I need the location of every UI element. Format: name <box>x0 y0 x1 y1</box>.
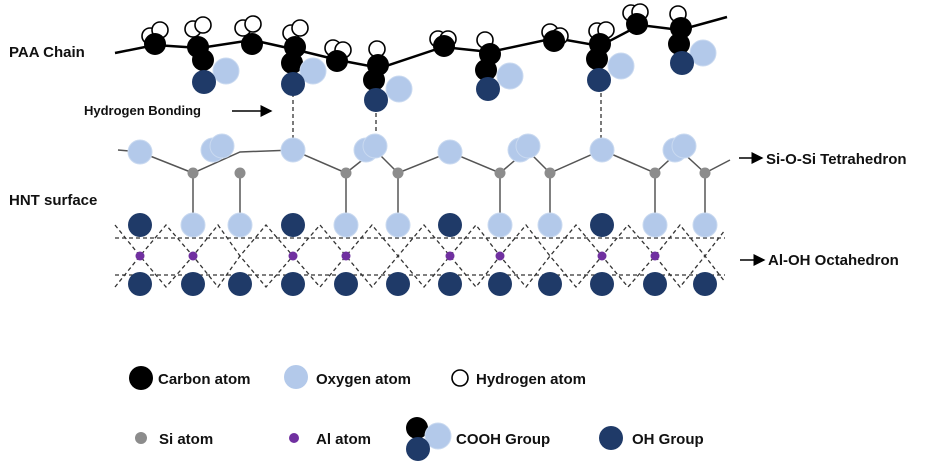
legend-cooh-label: COOH Group <box>456 431 550 448</box>
carbon-icon <box>129 366 153 390</box>
legend-si-label: Si atom <box>159 431 213 448</box>
hnt-surface-label: HNT surface <box>9 192 97 209</box>
si-icon <box>135 432 147 444</box>
hnt-atoms <box>127 133 718 296</box>
legend-al: Al atom <box>289 431 371 448</box>
octahedron-label: Al-OH Octahedron <box>768 252 899 269</box>
tetrahedron-label: Si-O-Si Tetrahedron <box>766 151 907 168</box>
octahedral-dashed-bonds <box>114 223 726 289</box>
legend-oh: OH Group <box>599 426 704 450</box>
hydrogen-bond-lines <box>292 86 602 140</box>
oh-group-icon <box>599 426 623 450</box>
legend-oxygen-label: Oxygen atom <box>316 371 411 388</box>
legend-hydrogen-label: Hydrogen atom <box>476 371 586 388</box>
hydrogen-icon <box>451 369 469 387</box>
legend-carbon-label: Carbon atom <box>158 371 251 388</box>
oxygen-icon <box>284 365 308 389</box>
legend-hydrogen: Hydrogen atom <box>451 369 586 388</box>
hydrogen-bonding-label: Hydrogen Bonding <box>84 103 201 118</box>
paa-atoms <box>141 3 717 112</box>
legend-carbon: Carbon atom <box>129 366 251 390</box>
si-o-vertical-bonds <box>192 173 706 225</box>
legend: Carbon atom Oxygen atom Hydrogen atom Si… <box>129 365 704 461</box>
hnt-lattice <box>114 148 731 289</box>
legend-cooh: COOH Group <box>406 417 550 461</box>
legend-si: Si atom <box>135 431 213 448</box>
legend-oh-label: OH Group <box>632 431 704 448</box>
al-icon <box>289 433 299 443</box>
legend-al-label: Al atom <box>316 431 371 448</box>
cooh-icon <box>406 417 452 461</box>
legend-oxygen: Oxygen atom <box>284 365 411 389</box>
paa-chain-label: PAA Chain <box>9 44 85 61</box>
